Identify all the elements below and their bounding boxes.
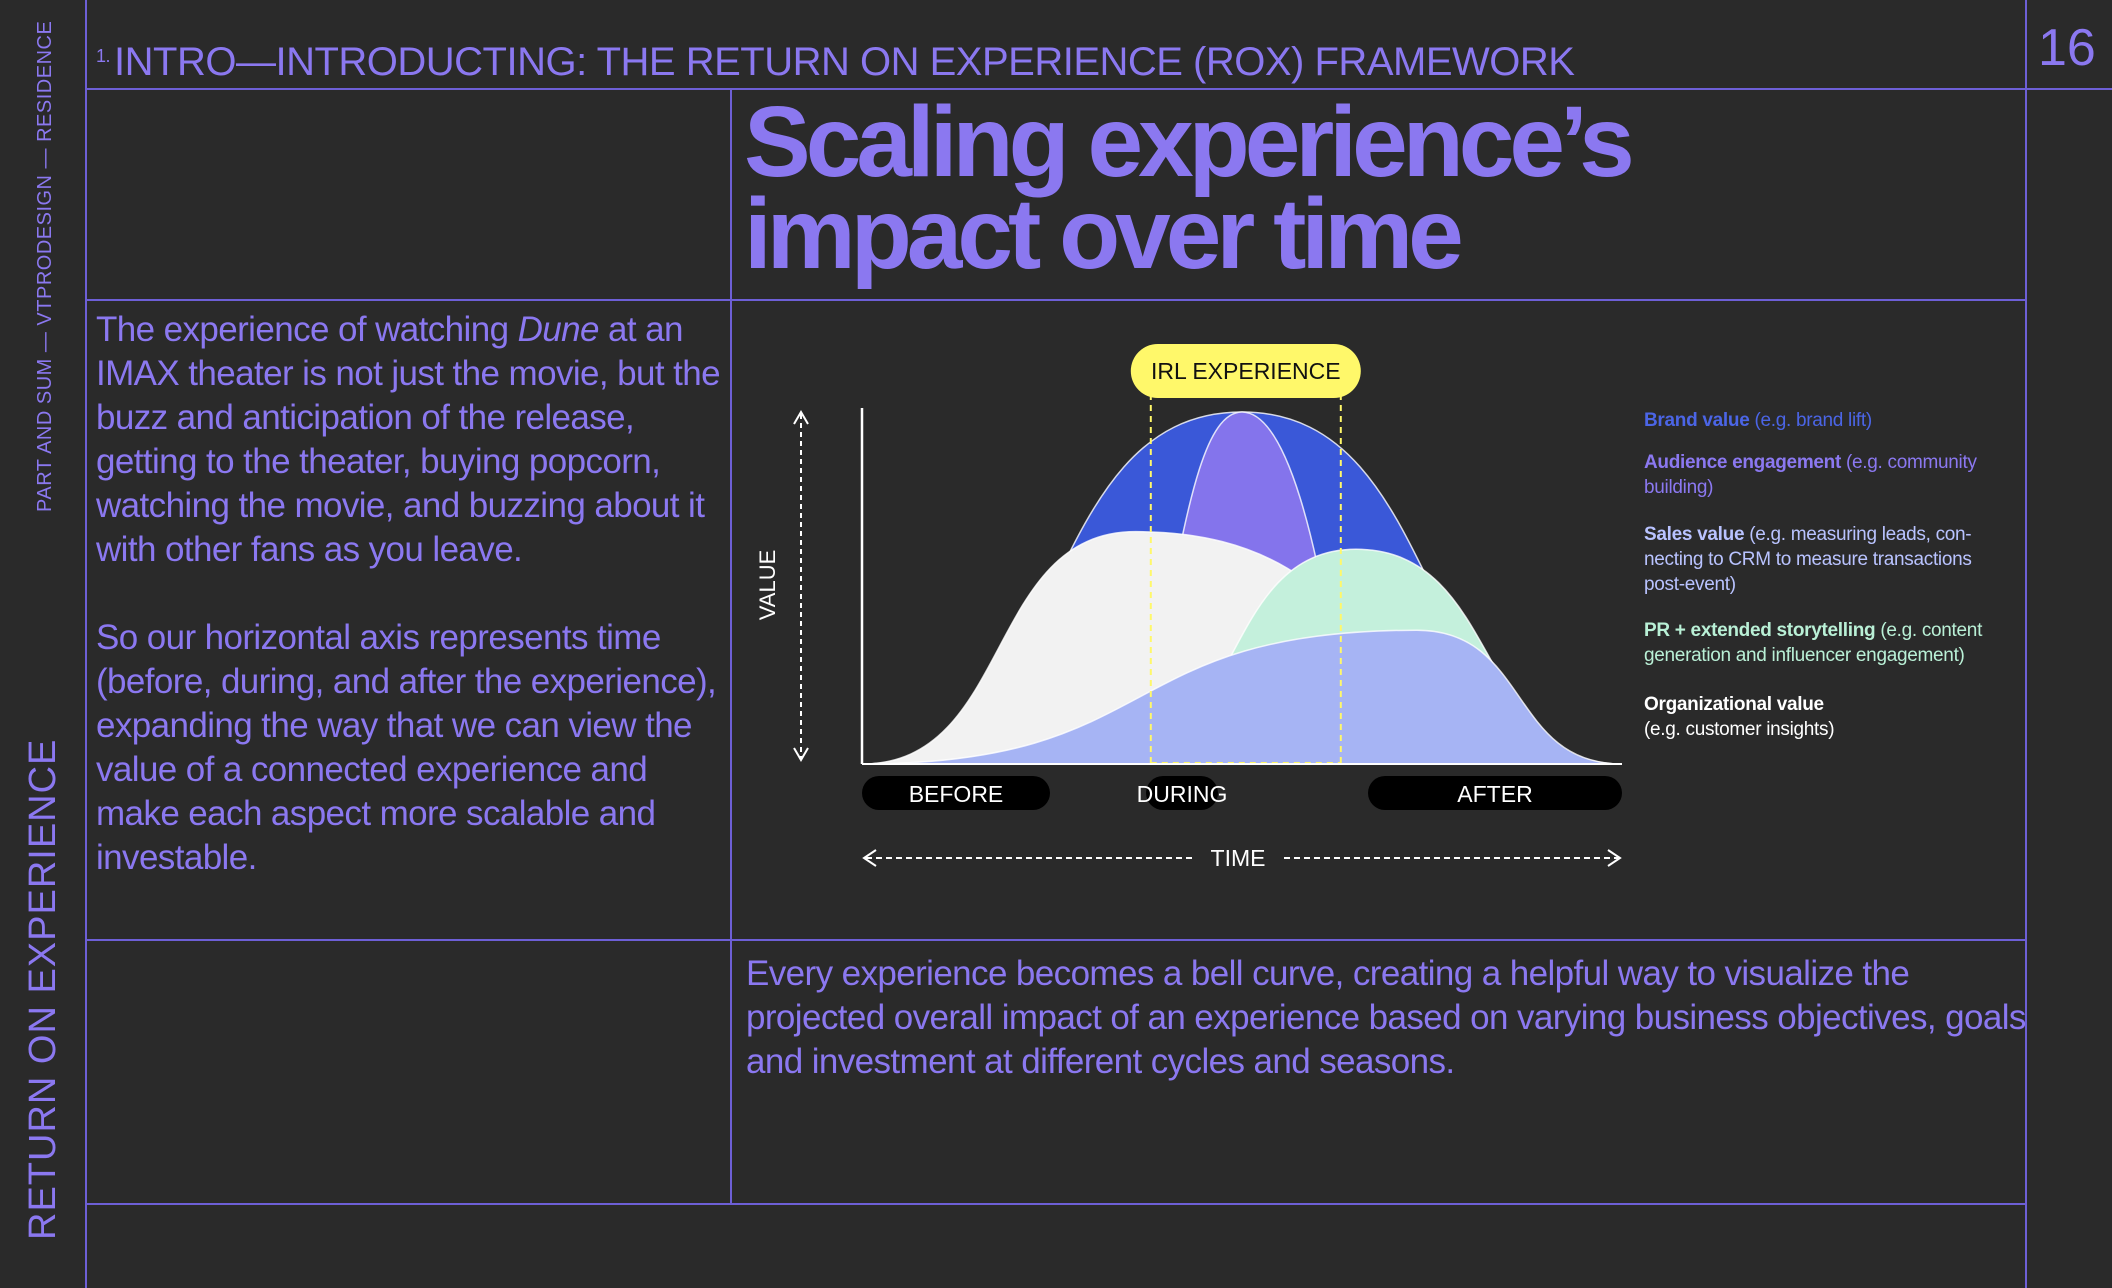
x-axis-label: TIME [1211,845,1266,871]
legend-pr-storytelling-name: PR + extended storytelling [1644,620,1876,641]
content-rule [85,939,2027,941]
value-arrow-head-up [793,410,809,425]
frame-left-rule [85,0,87,1288]
phase-label-before: BEFORE [909,781,1004,807]
page-number: 16 [2038,19,2096,77]
legend-organizational-value-detail: (e.g. customer insights) [1644,719,1835,740]
legend-pr-storytelling: PR + extended storytelling (e.g. content… [1644,618,2014,668]
legend-audience-engagement-name: Audience engagement [1644,452,1842,473]
legend-audience-engagement-detail: (e.g. community building) [1644,452,1977,498]
section-number: 1. [96,46,111,66]
phase-pill-before [862,776,1050,810]
area-sales-value [861,629,1623,765]
time-arrow-head-right [1607,849,1622,867]
phase-pill-after [1368,776,1622,810]
bell-curve-chart: IRL EXPERIENCE VALUE BEFORE DURING AFTER T… [755,344,1623,871]
phase-label-during: DURING [1137,781,1228,807]
phase-labels: BEFORE DURING AFTER [862,776,1622,810]
legend-brand-value: Brand value (e.g. brand lift) [1644,408,2014,433]
body-paragraph-2: So our horizontal axis represents time (… [96,618,717,877]
phase-pill-during [1146,776,1218,810]
footer-rule [85,1203,2027,1205]
value-arrow-head-down [793,747,809,762]
legend-organizational-value: Organizational value (e.g. customer insig… [1644,692,2014,742]
phase-label-after: AFTER [1457,781,1532,807]
side-section-label: RETURN ON EXPERIENCE [22,738,64,1240]
body-paragraph-1: The experience of watching Dune at an IM… [96,308,726,572]
body-paragraph-1-end: at an IMAX theater is not just the movie… [96,310,721,569]
side-breadcrumb: PART AND SUM — VTPRODESIGN — RESIDENCE [34,20,56,512]
legend-sales-value-name: Sales value [1644,524,1745,545]
section-title-text: INTRO—INTRODUCTING: THE RETURN ON EXPERI… [114,40,1575,84]
page-title-line-1: Scaling experience’s [744,86,1635,198]
time-arrow-head-left [862,849,877,867]
body-paragraph-1-start: The experience of watching [96,310,518,349]
legend-pr-storytelling-detail: (e.g. content generation and influencer … [1644,620,1983,666]
legend-organizational-value-name: Organizational value [1644,694,1824,715]
title-rule [85,299,2027,301]
legend-brand-value-detail: (e.g. brand lift) [1754,410,1872,431]
page-title: Scaling experience’s impact over time [744,86,1984,290]
section-title: 1.INTRO—INTRODUCTING: THE RETURN ON EXPE… [96,40,1575,85]
legend-brand-value-name: Brand value [1644,410,1750,431]
legend-audience-engagement: Audience engagement (e.g. community buil… [1644,450,2014,500]
movie-title: Dune [517,310,600,349]
y-axis-label: VALUE [755,550,780,621]
legend-sales-value-detail: (e.g. measuring leads, con-necting to CR… [1644,524,1972,595]
irl-experience-badge [1130,344,1361,398]
chart-caption: Every experience becomes a bell curve, c… [746,954,2026,1081]
header-rule [85,88,2112,90]
chart-areas [861,411,1623,765]
frame-right-rule [2025,0,2027,1288]
column-divider [730,88,732,1204]
irl-experience-label: IRL EXPERIENCE [1151,358,1341,384]
legend-sales-value: Sales value (e.g. measuring leads, con-n… [1644,522,2014,597]
page-title-line-2: impact over time [744,178,1464,290]
